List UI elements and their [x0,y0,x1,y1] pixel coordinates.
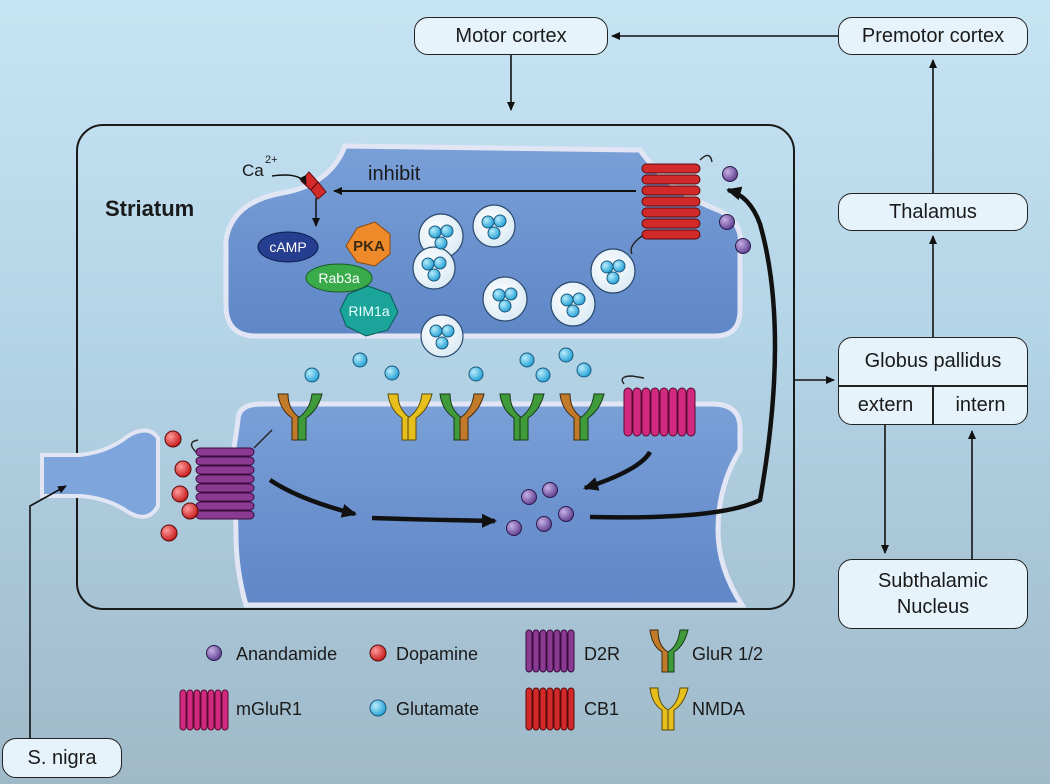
nmda-receptor [387,393,433,441]
pka-protein [345,221,391,267]
subthalamic-nucleus-box: Subthalamic Nucleus [838,559,1028,629]
striatum-frame [76,124,795,610]
rab3a-protein [305,263,373,293]
legend-nmda-label: NMDA [692,699,745,719]
legend-glutamate-label: Glutamate [396,699,479,719]
legend-cb1-label: CB1 [584,699,619,719]
s-nigra-box: S. nigra [2,738,122,778]
camp-label: cAMP [269,239,306,255]
legend-glur-swatch [649,629,689,673]
d2r-tail-2 [253,429,273,449]
premotor-cortex-label: Premotor cortex [861,24,1005,47]
d2r-to-anandamide-arrow-2 [371,513,497,528]
legend-mglur1-swatch [179,689,229,731]
rab3a-label: Rab3a [318,270,359,286]
glur-receptor [277,393,323,441]
retrograde-anandamide-arrow [589,186,778,520]
dopaminergic-axon [40,428,160,519]
legend-cb1-swatch [525,687,575,731]
motor-cortex-label: Motor cortex [455,24,567,47]
anandamide-cluster-top [719,166,751,254]
motor-cortex-box: Motor cortex [414,17,608,55]
vesicle-group [412,204,636,358]
vesicle [550,281,596,327]
dopamine-cluster [160,430,199,542]
ca-arrow-in [271,174,307,185]
legend-dopamine-swatch [369,644,387,662]
thalamus-box: Thalamus [838,193,1028,231]
rim1a-label: RIM1a [348,303,389,319]
glutamate-cleft [304,347,592,383]
legend-d2r-swatch [525,629,575,673]
legend-mglur1-label: mGluR1 [236,699,302,719]
gp-divider-v [932,385,934,424]
globus-pallidus-label: Globus pallidus [864,349,1002,372]
ca-charge: 2+ [265,154,278,166]
vesicle [472,204,516,248]
anandamide-cluster-post [506,482,574,536]
subthalamic-label-1: Subthalamic [877,570,989,592]
vesicle [412,246,456,290]
glur-receptor [559,393,605,441]
legend-nmda-swatch [649,687,689,731]
premotor-cortex-box: Premotor cortex [838,17,1028,55]
vesicle [482,276,528,322]
gp-extern-label: extern [857,393,914,416]
striatum-title: Striatum [105,196,194,221]
snigra-to-striatum-arrow [29,485,67,738]
legend-dopamine-label: Dopamine [396,644,478,664]
s-nigra-label: S. nigra [27,746,97,769]
legend-glutamate-swatch [369,699,387,717]
legend-glur-label: GluR 1/2 [692,644,763,664]
pka-label: PKA [353,238,385,255]
inhibit-label: inhibit [368,163,421,185]
globus-pallidus-box: Globus pallidus extern intern [838,337,1028,425]
legend-d2r-label: D2R [584,644,620,664]
glur-receptor [439,393,485,441]
vesicle-glutamate-group [421,214,626,350]
mglur1-tail [621,375,645,385]
vesicle [590,248,636,294]
subthalamic-label-2: Nucleus [896,596,970,618]
camp-protein [257,231,319,263]
legend-anandamide-swatch [206,645,222,661]
mglur1-receptor [623,387,696,437]
d2r-tail [190,439,199,453]
cb1-receptor [630,154,713,255]
d2r-receptor [195,447,255,520]
ca-label: Ca [242,161,264,180]
d2r-to-anandamide-arrow [268,478,357,518]
legend-anandamide-label: Anandamide [236,644,337,664]
gp-intern-label: intern [955,393,1006,416]
glur-receptor [499,393,545,441]
mglur1-to-anandamide-arrow [583,450,652,491]
vesicle [420,314,464,358]
thalamus-label: Thalamus [889,200,977,223]
rim1a-protein [339,285,399,337]
